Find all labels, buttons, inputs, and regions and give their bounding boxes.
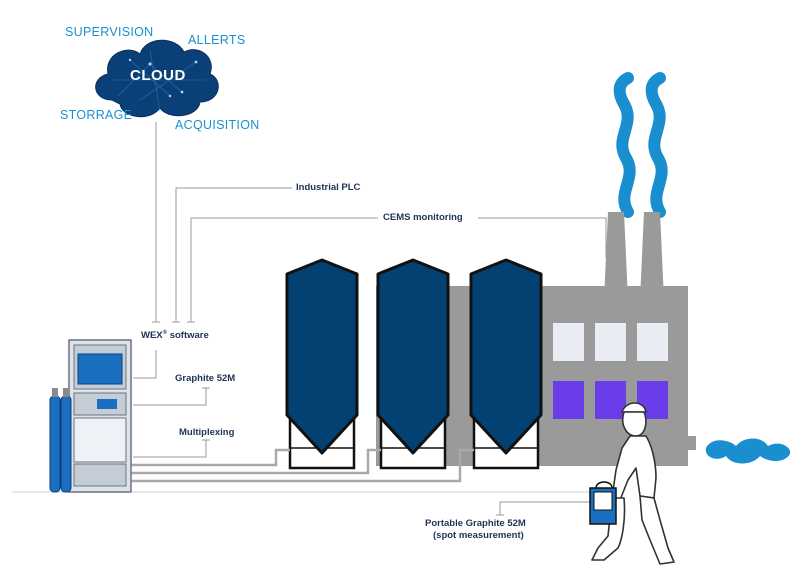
- cloud-label-acquisition: ACQUISITION: [175, 118, 260, 132]
- smoke-drift: [705, 438, 791, 464]
- factory-window: [553, 381, 584, 419]
- silo: [285, 258, 359, 470]
- smoke-plume-left: [613, 72, 636, 218]
- cloud-label-supervision: SUPERVISION: [65, 25, 154, 39]
- label-cems-monitoring: CEMS monitoring: [383, 212, 463, 223]
- label-wex-software: WEX® software: [141, 330, 209, 342]
- label-multiplexing: Multiplexing: [179, 427, 235, 438]
- label-spot-measurement: (spot measurement): [433, 530, 524, 541]
- cloud-label-allerts: ALLERTS: [188, 33, 246, 47]
- factory-window: [553, 323, 584, 361]
- label-graphite-52m: Graphite 52M: [175, 373, 236, 384]
- factory-window: [595, 323, 626, 361]
- cloud-icon: [95, 39, 219, 118]
- label-industrial-plc: Industrial PLC: [296, 182, 361, 193]
- gas-cylinders: [49, 388, 72, 493]
- factory-window: [637, 323, 668, 361]
- cloud-title: CLOUD: [130, 67, 186, 84]
- sampling-lines: [130, 448, 474, 483]
- label-portable-graphite: Portable Graphite 52M: [425, 518, 526, 529]
- analyzer-cabinet: [68, 339, 132, 493]
- silo: [376, 258, 450, 470]
- portable-analyzer-icon: [589, 481, 617, 525]
- silo: [469, 258, 543, 470]
- smoke-plume-right: [645, 72, 668, 218]
- factory-window: [595, 381, 626, 419]
- leader-lines: [133, 122, 607, 516]
- cloud-label-storrage: STORRAGE: [60, 108, 133, 122]
